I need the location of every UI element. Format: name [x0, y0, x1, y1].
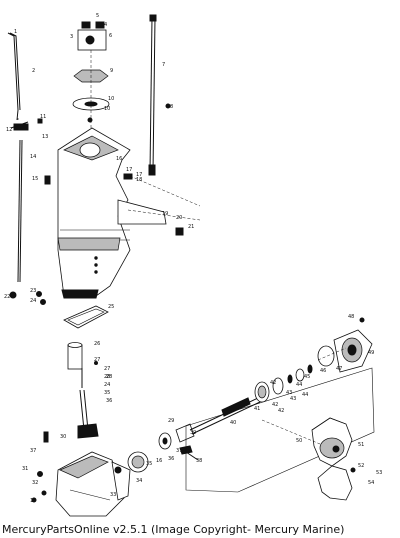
callout-29: 29: [168, 418, 174, 424]
callout-51: 51: [358, 442, 364, 448]
driveshaft: [148, 14, 171, 176]
propeller: [311, 417, 356, 501]
thrust-washers: [287, 364, 313, 384]
callout-5: 5: [96, 13, 99, 19]
callout-40: 40: [230, 420, 236, 426]
callout-44: 44: [296, 382, 302, 388]
propeller-shaft: [189, 397, 261, 435]
exploded-parts-diagram: 1 2 3 4 5 6 7 8 9 10 11 12 13 14 15 16 1…: [4, 13, 382, 517]
callout-32: 32: [32, 480, 38, 486]
callout-20: 20: [176, 215, 182, 221]
callout-17: 17: [126, 167, 132, 173]
callout-52: 52: [358, 463, 364, 469]
callout-30: 30: [60, 434, 66, 440]
callout-24: 24: [30, 298, 36, 304]
callout-27: 27: [94, 357, 100, 363]
water-tube-seal: [94, 361, 98, 365]
clutch-bearing: [158, 423, 195, 455]
oil-sleeve: [67, 342, 83, 370]
callout-16b: 16: [156, 458, 162, 464]
callout-16: 16: [116, 156, 122, 162]
callout-46: 46: [320, 368, 326, 374]
callout-11: 11: [40, 114, 46, 120]
callout-13: 13: [42, 134, 48, 140]
callout-17b: 17: [136, 172, 142, 178]
callout-36b: 36: [106, 398, 112, 404]
callout-14: 14: [30, 154, 36, 160]
shift-cable: [185, 451, 199, 461]
callout-19: 19: [162, 211, 168, 217]
carrier-bolt: [359, 317, 365, 323]
callout-31: 31: [22, 466, 28, 472]
callout-38: 38: [196, 458, 202, 464]
callout-7: 7: [162, 62, 165, 68]
callout-1: 1: [14, 29, 17, 35]
callout-21: 21: [188, 224, 194, 230]
housing-bolts: [36, 118, 184, 305]
water-pump-assembly: [72, 21, 110, 140]
shift-rod-long: [13, 123, 29, 283]
callout-10b: 10: [104, 106, 110, 112]
callout-50: 50: [296, 438, 302, 444]
callout-2: 2: [32, 68, 35, 74]
callout-27b: 27: [104, 366, 110, 372]
bearing-carrier: [317, 329, 373, 373]
callout-47: 47: [336, 366, 342, 372]
callout-28b: 28: [106, 374, 112, 380]
callout-34: 34: [136, 478, 142, 484]
callout-42c: 42: [278, 408, 284, 414]
callout-53: 53: [376, 470, 382, 476]
shift-rod: [7, 32, 21, 121]
forward-gear: [114, 451, 149, 474]
driveshaft-housing: [57, 127, 201, 299]
callout-6: 6: [109, 33, 112, 39]
callout-9: 9: [110, 68, 113, 74]
callout-labels: 1 2 3 4 5 6 7 8 9 10 11 12 13 14 15 16 1…: [4, 13, 382, 504]
callout-37b: 37: [30, 448, 36, 454]
pinion-shaft: [77, 370, 99, 439]
callout-4: 4: [104, 22, 107, 28]
callout-12: 12: [6, 127, 12, 133]
callout-48: 48: [348, 314, 354, 320]
callout-18b: 18: [30, 498, 36, 504]
callout-25: 25: [108, 304, 114, 310]
callout-41: 41: [254, 406, 260, 412]
callout-43b: 43: [290, 396, 296, 402]
image-caption: MercuryPartsOnline v2.5.1 (Image Copyrig…: [2, 523, 345, 536]
callout-39: 39: [190, 430, 196, 436]
gear-housing-bolts: [31, 431, 49, 503]
callout-43: 43: [286, 390, 292, 396]
callout-10: 10: [108, 96, 114, 102]
callout-35: 35: [146, 461, 152, 467]
callout-54: 54: [368, 480, 374, 486]
callout-28: 28: [104, 374, 110, 380]
callout-3: 3: [70, 34, 73, 40]
callout-45: 45: [304, 374, 310, 380]
callout-23: 23: [30, 288, 36, 294]
callout-26: 26: [94, 341, 100, 347]
shift-rod-connector: [10, 121, 29, 129]
reverse-gear: [254, 377, 284, 403]
callout-44b: 44: [302, 392, 308, 398]
callout-36: 36: [168, 456, 174, 462]
callout-37: 37: [176, 448, 182, 454]
callout-49: 49: [368, 350, 374, 356]
grommet-22: [9, 291, 17, 299]
callout-8: 8: [170, 104, 173, 110]
callout-35b: 35: [104, 390, 110, 396]
callout-42b: 42: [270, 380, 276, 386]
callout-33: 33: [110, 492, 116, 498]
callout-15: 15: [32, 176, 38, 182]
callout-22: 22: [4, 294, 10, 300]
callout-24b: 24: [104, 382, 110, 388]
callout-42: 42: [272, 402, 278, 408]
gear-housing: [55, 451, 131, 517]
gasket: [63, 305, 109, 329]
callout-18: 18: [136, 177, 142, 183]
